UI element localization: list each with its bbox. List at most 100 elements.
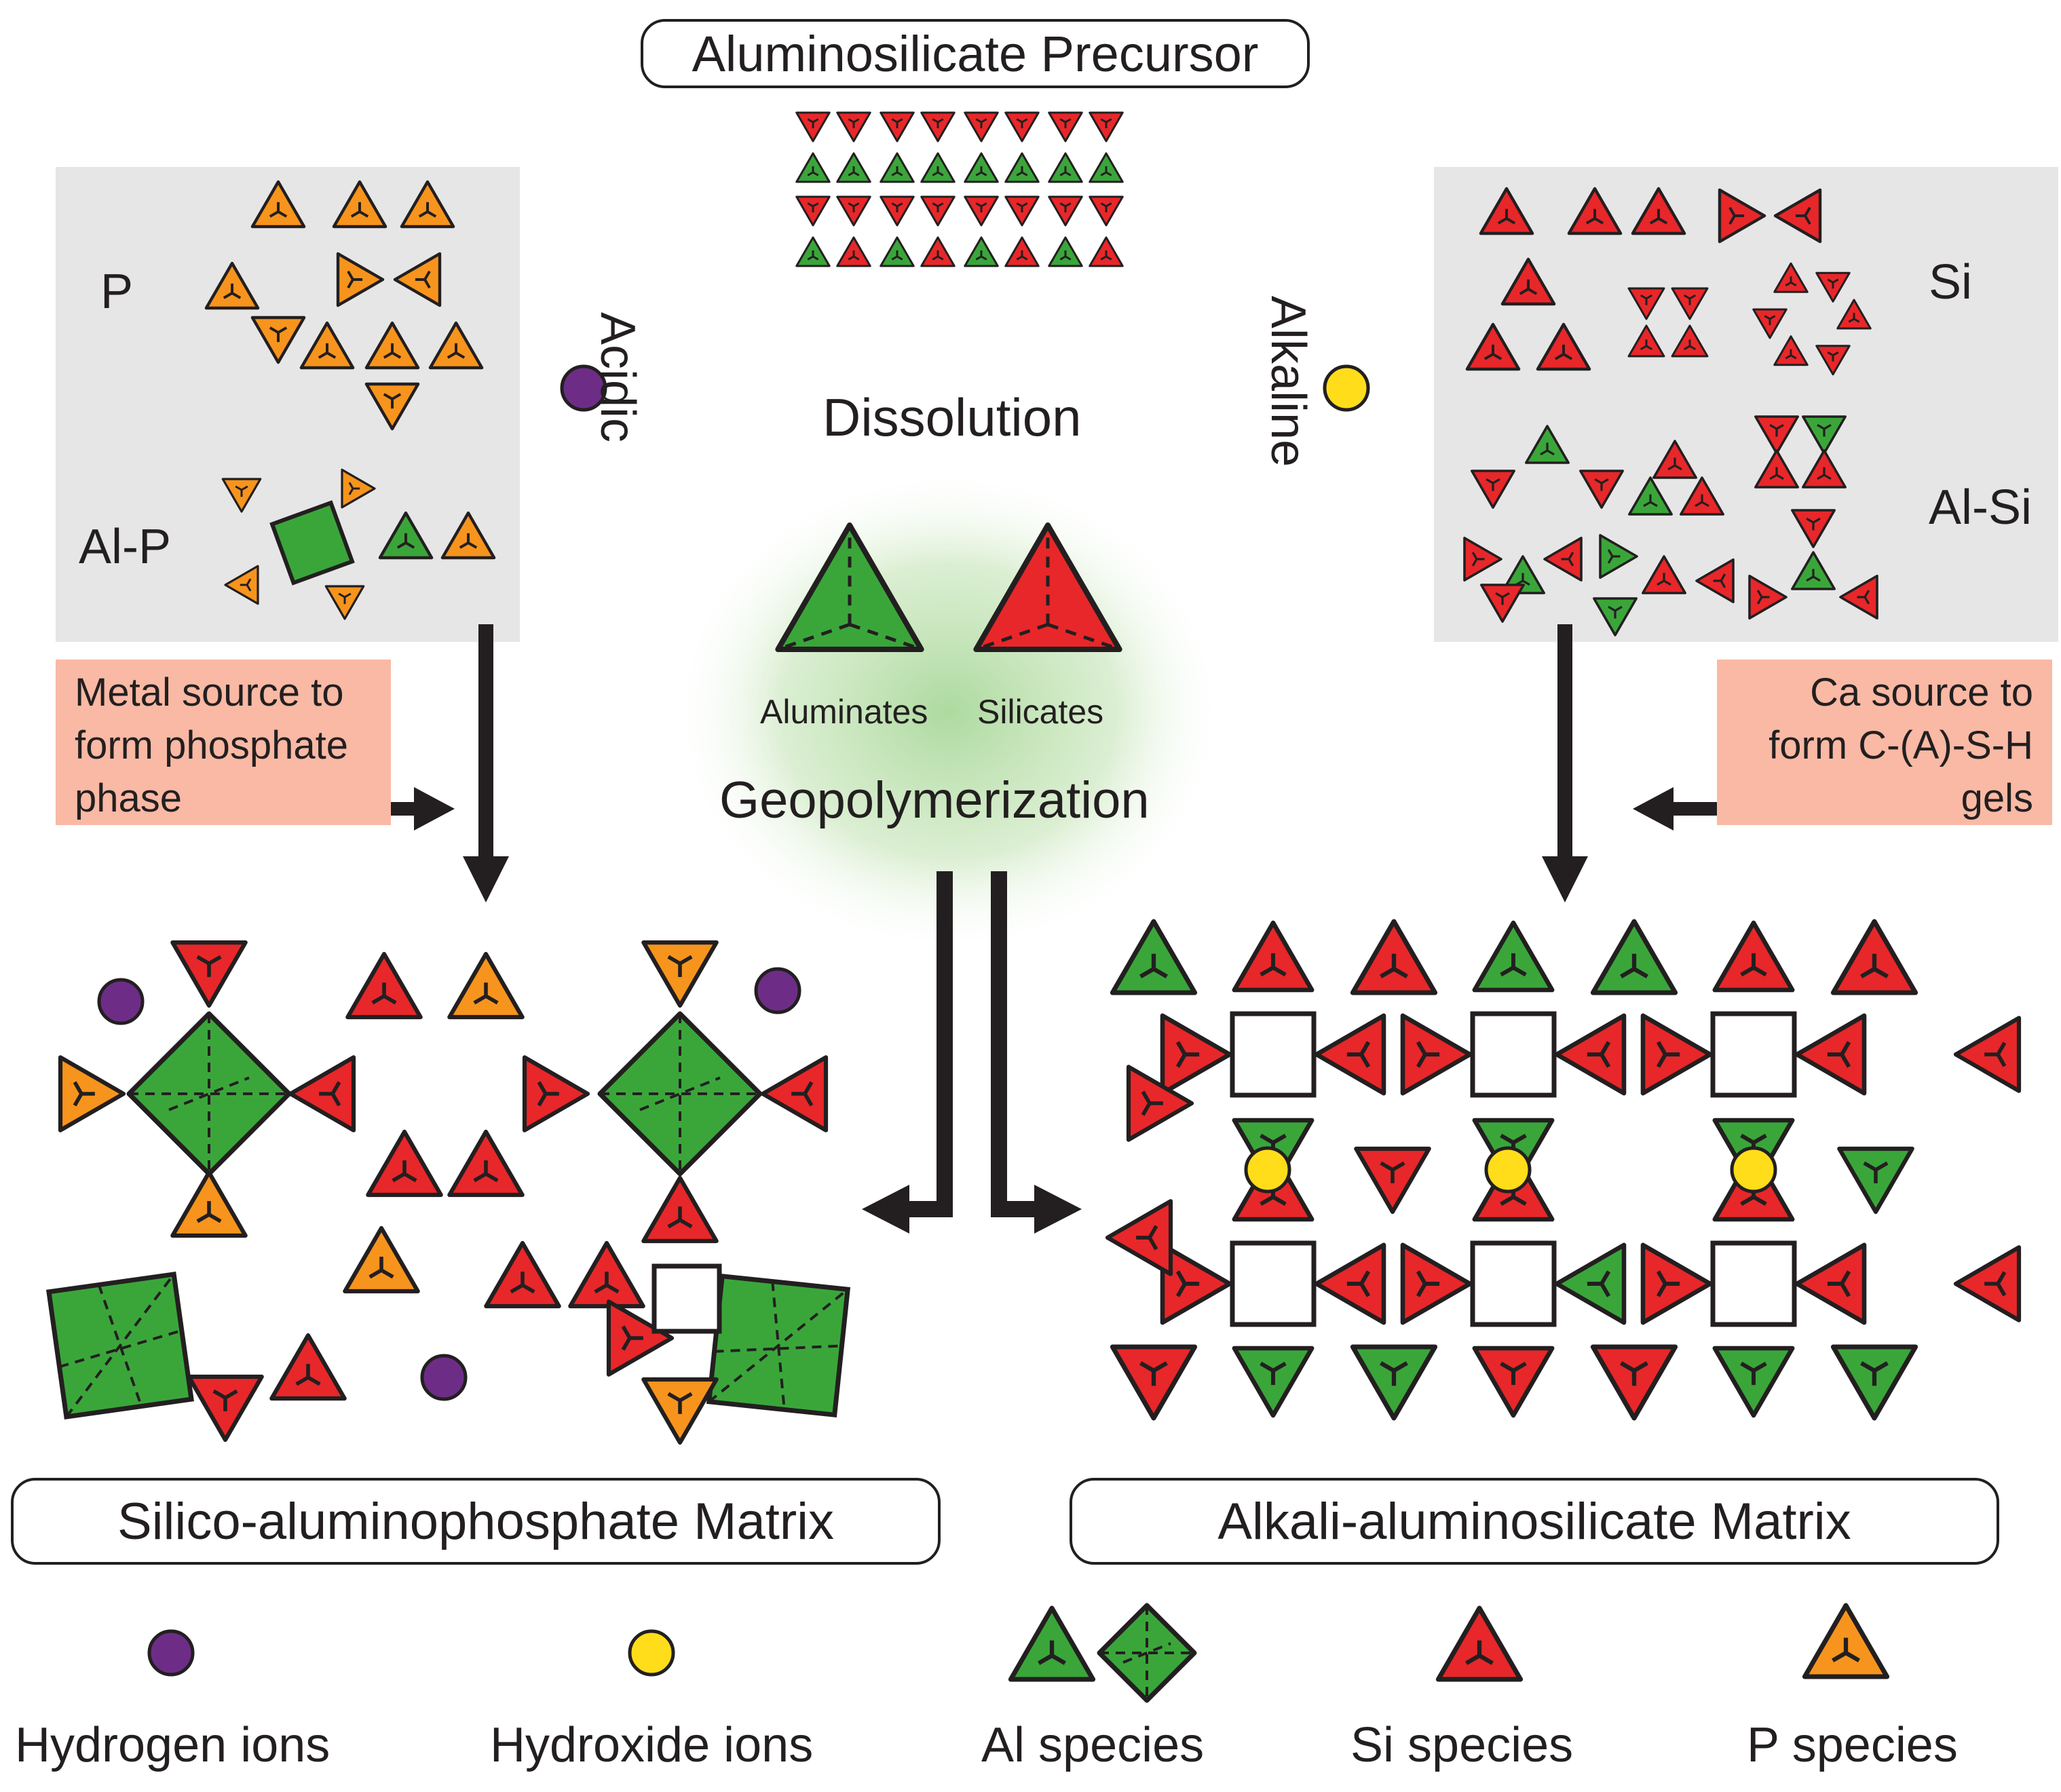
precursor-al-1-3-a-bonds xyxy=(1059,250,1072,261)
precursor-mix-0-0 xyxy=(836,152,871,183)
al-p-arm-3 xyxy=(324,585,365,620)
right-edge-tetra-2 xyxy=(1953,1016,2022,1093)
p-species-1-bonds xyxy=(350,202,369,218)
precursor-al-0-0-a-bonds xyxy=(807,166,819,176)
precursor-al-0-2-a-bonds xyxy=(975,166,987,176)
left-matrix-octahedron-1-edges xyxy=(129,1014,289,1174)
purple-circle-icon xyxy=(147,1629,195,1677)
orange-tetrahedron-icon xyxy=(1802,1603,1890,1679)
right-ring-top-right-1 xyxy=(1554,1013,1627,1096)
al-si-species-1 xyxy=(1525,425,1570,464)
right-ring-bot-right-0-bonds xyxy=(1346,1270,1371,1297)
precursor-si-1-0-a xyxy=(795,195,831,227)
left-matrix-tetra-14 xyxy=(484,1240,561,1309)
right-top-tetra-3 xyxy=(1830,919,1918,995)
right-ring-top-left-0-bonds xyxy=(1175,1041,1200,1068)
si-ring6-3-bonds xyxy=(1764,315,1776,325)
precursor-al-0-2-a xyxy=(964,152,999,183)
right-bottom-ring-0 xyxy=(1230,1240,1317,1327)
si-ring6-5 xyxy=(1815,271,1851,303)
right-bottom-tetra-0 xyxy=(1110,1344,1198,1421)
al-si-species-2 xyxy=(1579,470,1624,509)
yellow-circle-icon xyxy=(628,1629,675,1677)
al-si-species-5 xyxy=(1680,476,1724,516)
left-matrix-tetra-9-bonds xyxy=(392,1160,417,1183)
precursor-si-0-0-b-bonds xyxy=(848,118,860,128)
right-ring-bot-right-2 xyxy=(1794,1242,1867,1325)
left-hydrogen-ion-2 xyxy=(754,967,801,1014)
right-hydroxide-ion-2 xyxy=(1730,1146,1777,1194)
precursor-title-text: Aluminosilicate Precursor xyxy=(692,25,1259,82)
right-matrix-label: Alkali-aluminosilicate Matrix xyxy=(1070,1478,1999,1565)
acidic-ion-icon xyxy=(560,364,607,412)
silicates-label: Silicates xyxy=(977,693,1104,731)
precursor-al-0-1-a-bonds xyxy=(891,166,903,176)
left-matrix-tetra-12 xyxy=(269,1333,347,1401)
right-top-tetra-2 xyxy=(1590,919,1678,995)
precursor-al-0-0-a xyxy=(795,152,831,183)
al-si-species-8 xyxy=(1754,449,1799,489)
left-matrix-octahedron-2 xyxy=(597,1011,763,1177)
left-matrix-tetra-13 xyxy=(187,1374,264,1443)
precursor-mix-0-3-bonds xyxy=(1100,166,1112,176)
right-ring-top-left-1 xyxy=(1400,1013,1473,1096)
si-ring4-1 xyxy=(1671,287,1709,320)
right-top-ring-1 xyxy=(1470,1011,1557,1098)
left-matrix-tetra-3 xyxy=(345,951,423,1020)
p-species-10-bonds xyxy=(383,393,402,409)
aluminate-tetrahedron-face xyxy=(775,522,924,652)
geo-right-arrow-head xyxy=(1034,1185,1082,1234)
al-si-species-10 xyxy=(1463,537,1502,582)
precursor-si-1-3-b xyxy=(1089,195,1124,227)
al-p-cluster xyxy=(269,500,355,586)
right-ring-top-right-0-bonds xyxy=(1346,1041,1371,1068)
right-top-tetra-2-bonds xyxy=(1620,953,1648,978)
ca-source-line-3: gels xyxy=(1961,776,2033,820)
precursor-mix-1-2-bonds xyxy=(1016,250,1028,261)
al-si-species-9 xyxy=(1802,449,1847,489)
al-p-arm-0-bonds xyxy=(235,485,248,497)
p-species-3 xyxy=(204,261,260,310)
al-si-species-9-bonds xyxy=(1817,467,1832,480)
al-si-species-21 xyxy=(1839,575,1878,619)
si-species-5-bonds xyxy=(1519,279,1538,295)
left-matrix-tetra-0 xyxy=(170,940,248,1008)
al-p-arm-1 xyxy=(341,468,376,509)
precursor-si-1-2-b-bonds xyxy=(1016,202,1028,212)
precursor-mix-1-1-bonds xyxy=(932,250,944,261)
left-matrix-tetra-0-bonds xyxy=(196,955,222,977)
precursor-si-0-0-b xyxy=(836,111,871,142)
right-top-tetra-0 xyxy=(1110,919,1198,995)
group-al-p-label: Al-P xyxy=(79,520,172,574)
metal-source-line-3: phase xyxy=(75,776,183,820)
al-si-species-1-bonds xyxy=(1540,442,1555,456)
p-species-9-bonds xyxy=(447,343,466,359)
precursor-mix-1-3 xyxy=(1089,236,1124,267)
left-matrix-tetra-6 xyxy=(522,1055,590,1132)
left-matrix-tetra-10-bonds xyxy=(473,1160,499,1183)
si-ring4-2-bonds xyxy=(1640,339,1653,351)
left-matrix-octahedron-2-edges xyxy=(600,1014,760,1174)
si-ring6-1-bonds xyxy=(1827,351,1839,362)
si-species-5 xyxy=(1500,257,1556,306)
al-si-species-5-bonds xyxy=(1695,494,1709,508)
left-matrix-tetra-13-bonds xyxy=(212,1389,238,1411)
al-p-pair-al-bonds xyxy=(396,533,415,549)
si-species-2-bonds xyxy=(1649,208,1668,225)
si-species-3 xyxy=(1718,188,1766,244)
right-ring-bot-base-1 xyxy=(1472,1346,1555,1418)
precursor-si-0-3-b-bonds xyxy=(1100,118,1112,128)
precursor-si-0-2-a xyxy=(964,111,999,142)
right-ring-top-left-2 xyxy=(1640,1013,1713,1096)
left-matrix-tetra-3-bonds xyxy=(371,983,397,1005)
right-ring-bot-base-0 xyxy=(1232,1346,1315,1418)
al-p-arm-0 xyxy=(221,478,262,513)
geo-right-arrow-shaft xyxy=(991,871,1037,1217)
al-p-pair-p-bonds xyxy=(459,533,478,549)
right-ring-top-cap-1-bonds xyxy=(1500,953,1527,977)
precursor-mix-1-0-bonds xyxy=(848,250,860,261)
al-p-pair-al xyxy=(378,511,434,560)
si-ring6-1 xyxy=(1815,345,1851,376)
right-top-ring-2 xyxy=(1710,1011,1797,1098)
precursor-si-1-3-a xyxy=(1048,195,1083,227)
